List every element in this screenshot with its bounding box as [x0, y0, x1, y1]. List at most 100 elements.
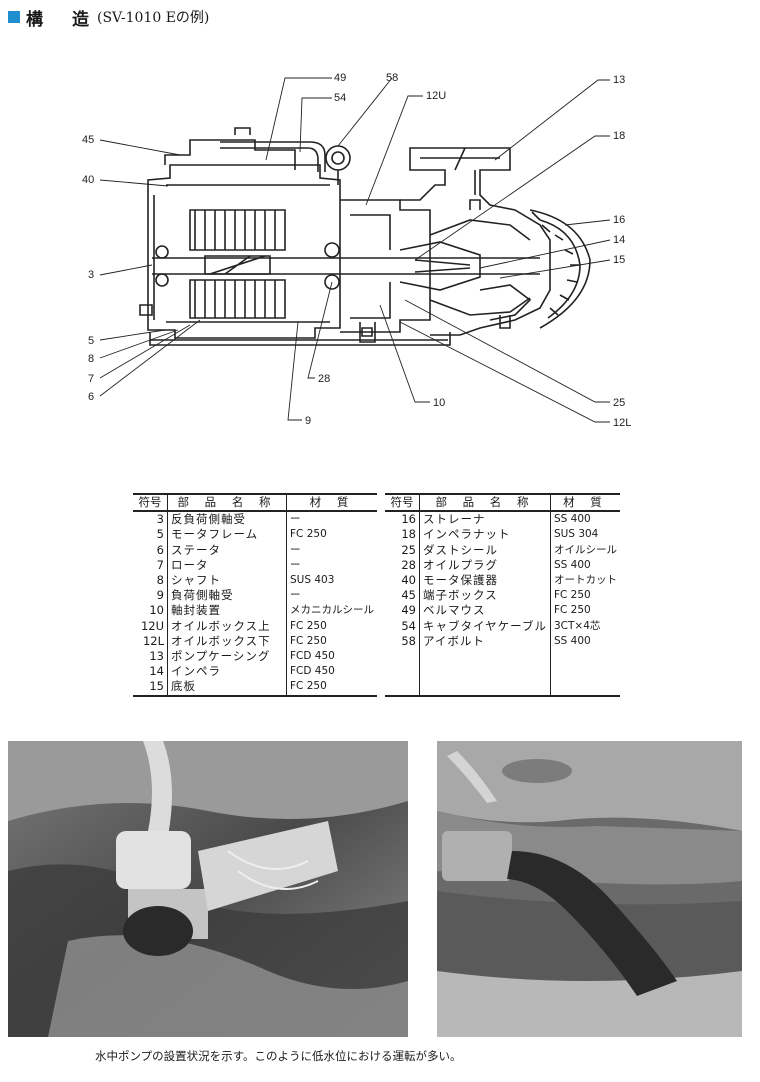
table-row [385, 664, 620, 680]
part-name [419, 664, 551, 680]
part-material: FCD 450 [290, 665, 335, 678]
header-name: 部 品 名 称 [167, 492, 287, 513]
pump-cross-section-diagram: 49 58 54 12U 13 45 18 40 16 14 15 3 5 8 … [82, 72, 631, 429]
label-25: 25 [613, 397, 625, 409]
table-row [385, 679, 620, 697]
label-15: 15 [613, 254, 625, 266]
part-name: ロータ [167, 557, 287, 574]
label-58: 58 [386, 72, 398, 84]
part-number: 18 [385, 527, 420, 543]
label-9: 9 [305, 415, 311, 427]
label-45: 45 [82, 134, 94, 146]
part-name: ストレーナ [419, 511, 551, 528]
label-8: 8 [88, 353, 94, 365]
header-material: 材 質 [286, 492, 377, 513]
part-number: 40 [385, 573, 420, 589]
part-material: FC 250 [553, 604, 591, 617]
label-6: 6 [88, 391, 94, 403]
label-13: 13 [613, 74, 625, 86]
part-material: SS 400 [553, 513, 591, 526]
table-header-row: 符号 部 品 名 称 材 質 [133, 492, 377, 513]
part-material: オイルシール [553, 543, 617, 556]
part-name: オイルプラグ [419, 557, 551, 574]
part-name: キャブタイヤケーブル [419, 618, 551, 634]
label-10: 10 [433, 397, 445, 409]
label-12l: 12L [613, 417, 631, 429]
part-material: ー [290, 513, 301, 526]
part-number: 25 [385, 542, 420, 558]
part-material: ー [290, 589, 301, 602]
photo-caption: 水中ポンプの設置状況を示す。このように低水位における運転が多い。 [95, 1049, 462, 1063]
label-7: 7 [88, 373, 94, 385]
label-14: 14 [613, 234, 625, 246]
part-number: 9 [133, 588, 168, 604]
header-no: 符号 [385, 492, 420, 513]
part-name: アイボルト [419, 633, 551, 650]
label-12u: 12U [426, 90, 446, 102]
part-material: FCD 450 [290, 650, 335, 663]
part-number: 12L [133, 633, 168, 650]
label-5: 5 [88, 335, 94, 347]
part-number: 15 [133, 679, 168, 697]
part-number: 5 [133, 527, 168, 543]
part-material: メカニカルシール [290, 604, 374, 617]
part-name: 負荷側軸受 [167, 588, 287, 604]
part-name: 軸封装置 [167, 603, 287, 619]
part-name: ポンプケーシング [167, 649, 287, 665]
photo-discharge-site [437, 741, 742, 1037]
part-material: FC 250 [286, 679, 377, 697]
part-number: 13 [133, 649, 168, 665]
header-no: 符号 [133, 492, 168, 513]
part-name: モータフレーム [167, 527, 287, 543]
label-3: 3 [88, 269, 94, 281]
label-18: 18 [613, 130, 625, 142]
part-material: FC 250 [290, 619, 327, 632]
part-material: ー [290, 558, 301, 571]
part-number: 3 [133, 511, 168, 528]
part-material: ー [290, 543, 301, 556]
part-material: FC 250 [290, 528, 327, 541]
blue-square-icon [8, 11, 20, 23]
part-number: 49 [385, 603, 420, 619]
part-number: 7 [133, 557, 168, 574]
part-material [550, 664, 620, 679]
label-49: 49 [334, 72, 346, 84]
part-material: SUS 403 [290, 574, 335, 587]
part-number: 54 [385, 618, 420, 634]
part-name [419, 679, 551, 697]
part-material [550, 649, 620, 664]
section-header: 構 造 (SV-1010 Eの例) [8, 6, 209, 30]
part-number [385, 679, 420, 697]
section-title: 構 造 [26, 9, 95, 30]
part-material: オートカット [553, 574, 617, 587]
part-number: 28 [385, 557, 420, 574]
part-name: モータ保護器 [419, 573, 551, 589]
part-name: ステータ [167, 542, 287, 558]
part-name: ベルマウス [419, 603, 551, 619]
label-16: 16 [613, 214, 625, 226]
part-number [385, 649, 420, 665]
part-name: 底板 [167, 679, 287, 697]
part-name: オイルボックス上 [167, 618, 287, 634]
part-number: 14 [133, 664, 168, 680]
part-number [385, 664, 420, 680]
photo-pump-installation [8, 741, 408, 1037]
part-number: 12U [133, 618, 168, 634]
part-number: 58 [385, 633, 420, 650]
